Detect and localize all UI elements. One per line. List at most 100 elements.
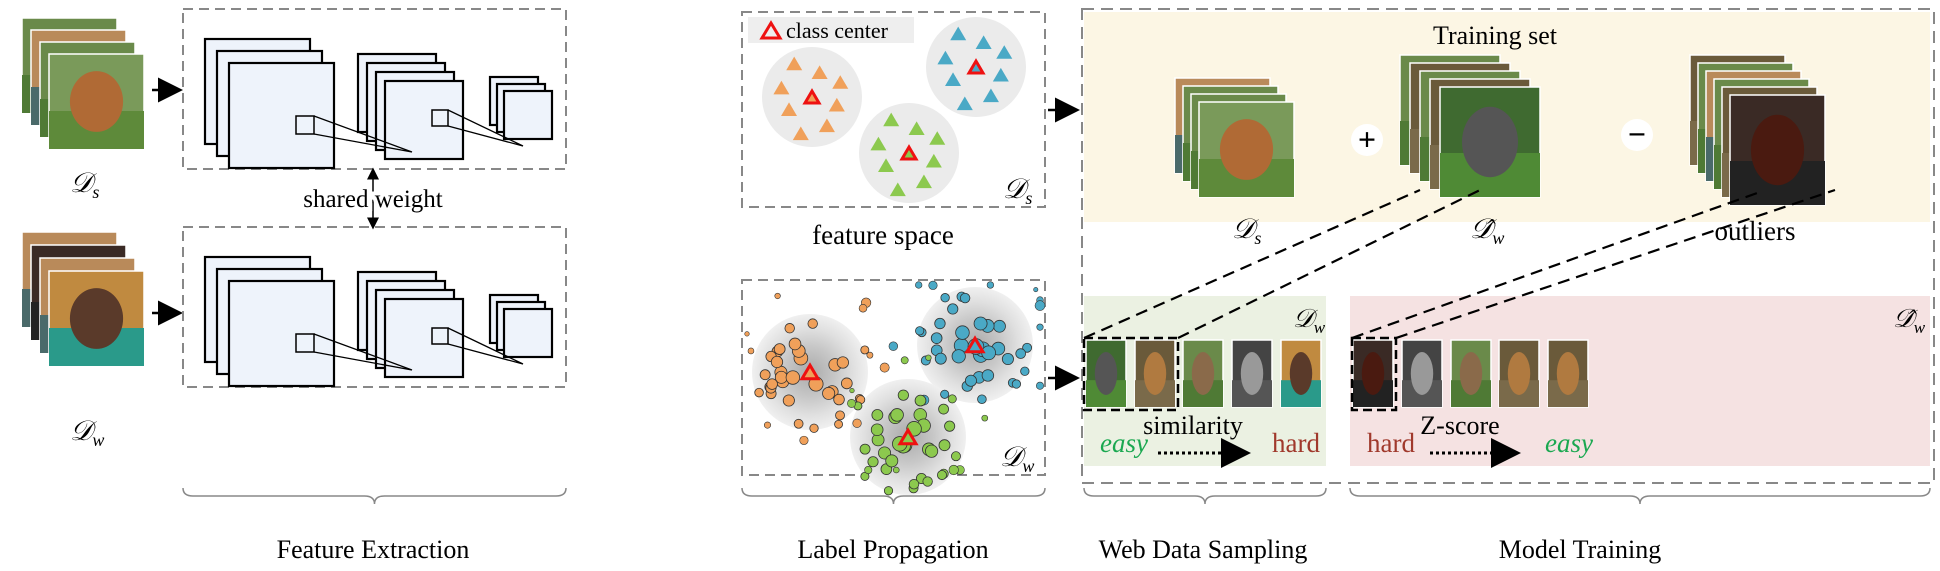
- sample-point: [1015, 348, 1026, 359]
- sample-point: [981, 369, 995, 382]
- sample-point: [915, 281, 923, 289]
- stage-label-model-training: Model Training: [1499, 535, 1662, 564]
- sample-point: [763, 421, 771, 429]
- sample-point: [925, 444, 939, 458]
- sample-point: [759, 369, 771, 381]
- sample-point: [945, 72, 962, 86]
- image-subject: [1219, 119, 1274, 180]
- image-subject: [1750, 114, 1805, 186]
- sample-point: [809, 423, 819, 433]
- training-panel: [1350, 296, 1930, 466]
- feature-space-label: feature space: [812, 220, 954, 250]
- plus-sign: +: [1358, 121, 1376, 157]
- sample-point: [793, 418, 804, 429]
- sample-point: [992, 67, 1009, 82]
- sample-point: [871, 409, 884, 421]
- sample-point: [792, 126, 809, 141]
- web-set-label: 𝒟w: [70, 416, 104, 450]
- sample-point: [929, 131, 946, 145]
- sample-point: [937, 50, 954, 65]
- sample-point: [847, 398, 856, 408]
- sample-point: [938, 439, 951, 452]
- sample-point: [915, 174, 932, 189]
- feature-map: [383, 297, 465, 379]
- easy-label: easy: [1100, 428, 1148, 458]
- sample-point: [925, 354, 932, 361]
- training-set-label: 𝒟̂w: [1893, 304, 1926, 337]
- image-subject: [69, 288, 124, 349]
- feature-space-source-label: 𝒟s: [1003, 174, 1032, 208]
- sample-point: [836, 356, 849, 369]
- class-center-marker: [966, 58, 986, 75]
- shared-weight-label: shared weight: [303, 186, 443, 213]
- sample-point: [928, 280, 938, 290]
- kernel-window: [295, 115, 315, 135]
- sample-point: [818, 118, 835, 133]
- sample-point: [908, 478, 920, 490]
- training-web-hat-label: 𝒟̂w: [1470, 214, 1504, 248]
- sample-point: [744, 331, 750, 337]
- sample-point: [858, 304, 868, 313]
- sample-point: [878, 158, 895, 172]
- class-center-marker: [802, 88, 822, 105]
- sample-point: [840, 377, 853, 390]
- sample-point: [956, 96, 973, 111]
- stage-brace: [741, 487, 1046, 505]
- sample-point: [948, 464, 959, 476]
- minus-badge: [1621, 119, 1653, 151]
- sample-point: [883, 486, 894, 496]
- hard-label: hard: [1272, 428, 1320, 458]
- sample-point: [773, 80, 790, 95]
- sample-point: [950, 26, 967, 41]
- sample-point: [786, 56, 803, 71]
- sample-point: [973, 316, 988, 331]
- image-subject: [1289, 352, 1313, 395]
- stage-brace: [182, 487, 567, 505]
- image-subject: [1462, 106, 1518, 178]
- image-subject: [1191, 352, 1215, 395]
- kernel-window: [295, 333, 315, 353]
- image-subject: [1410, 352, 1434, 395]
- sample-point: [897, 389, 909, 401]
- sample-point: [982, 88, 999, 103]
- sample-point: [860, 345, 870, 355]
- z-score-label: Z-score: [1420, 411, 1499, 440]
- feature-map: [502, 89, 554, 141]
- sample-point: [835, 410, 845, 421]
- sample-point: [883, 112, 900, 127]
- sample-point: [773, 343, 786, 355]
- kernel-window: [431, 109, 449, 127]
- sample-point: [977, 394, 987, 404]
- cnn-layers: [203, 37, 554, 170]
- sample-point: [822, 386, 836, 400]
- sample-point: [889, 182, 906, 197]
- sample-point: [914, 394, 927, 407]
- sample-point: [788, 337, 802, 351]
- sample-point: [885, 454, 899, 468]
- sample-point: [959, 292, 971, 304]
- image-subject: [1459, 352, 1483, 395]
- sample-point: [930, 332, 943, 344]
- sample-point: [947, 394, 957, 404]
- sample-point: [915, 326, 925, 336]
- sample-point: [964, 374, 977, 387]
- sample-point: [1034, 300, 1046, 311]
- sampling-training-box: [1081, 8, 1935, 484]
- sample-point: [1022, 342, 1033, 353]
- sample-point: [922, 476, 933, 487]
- training-set-title: Training set: [1433, 21, 1558, 50]
- stage-brace: [1083, 487, 1327, 505]
- image-subject: [1361, 352, 1385, 395]
- sample-point: [934, 352, 947, 365]
- feature-map: [383, 79, 465, 161]
- sample-point: [867, 456, 879, 468]
- image-subject: [1240, 352, 1264, 395]
- kernel-window: [431, 327, 449, 345]
- sample-point: [940, 293, 950, 303]
- stage-label-web-data-sampling: Web Data Sampling: [1099, 535, 1308, 564]
- kernel-projection: [447, 327, 524, 365]
- sample-point: [934, 317, 946, 330]
- kernel-projection: [447, 109, 524, 147]
- image-subject: [1094, 352, 1118, 395]
- sample-point: [908, 121, 925, 135]
